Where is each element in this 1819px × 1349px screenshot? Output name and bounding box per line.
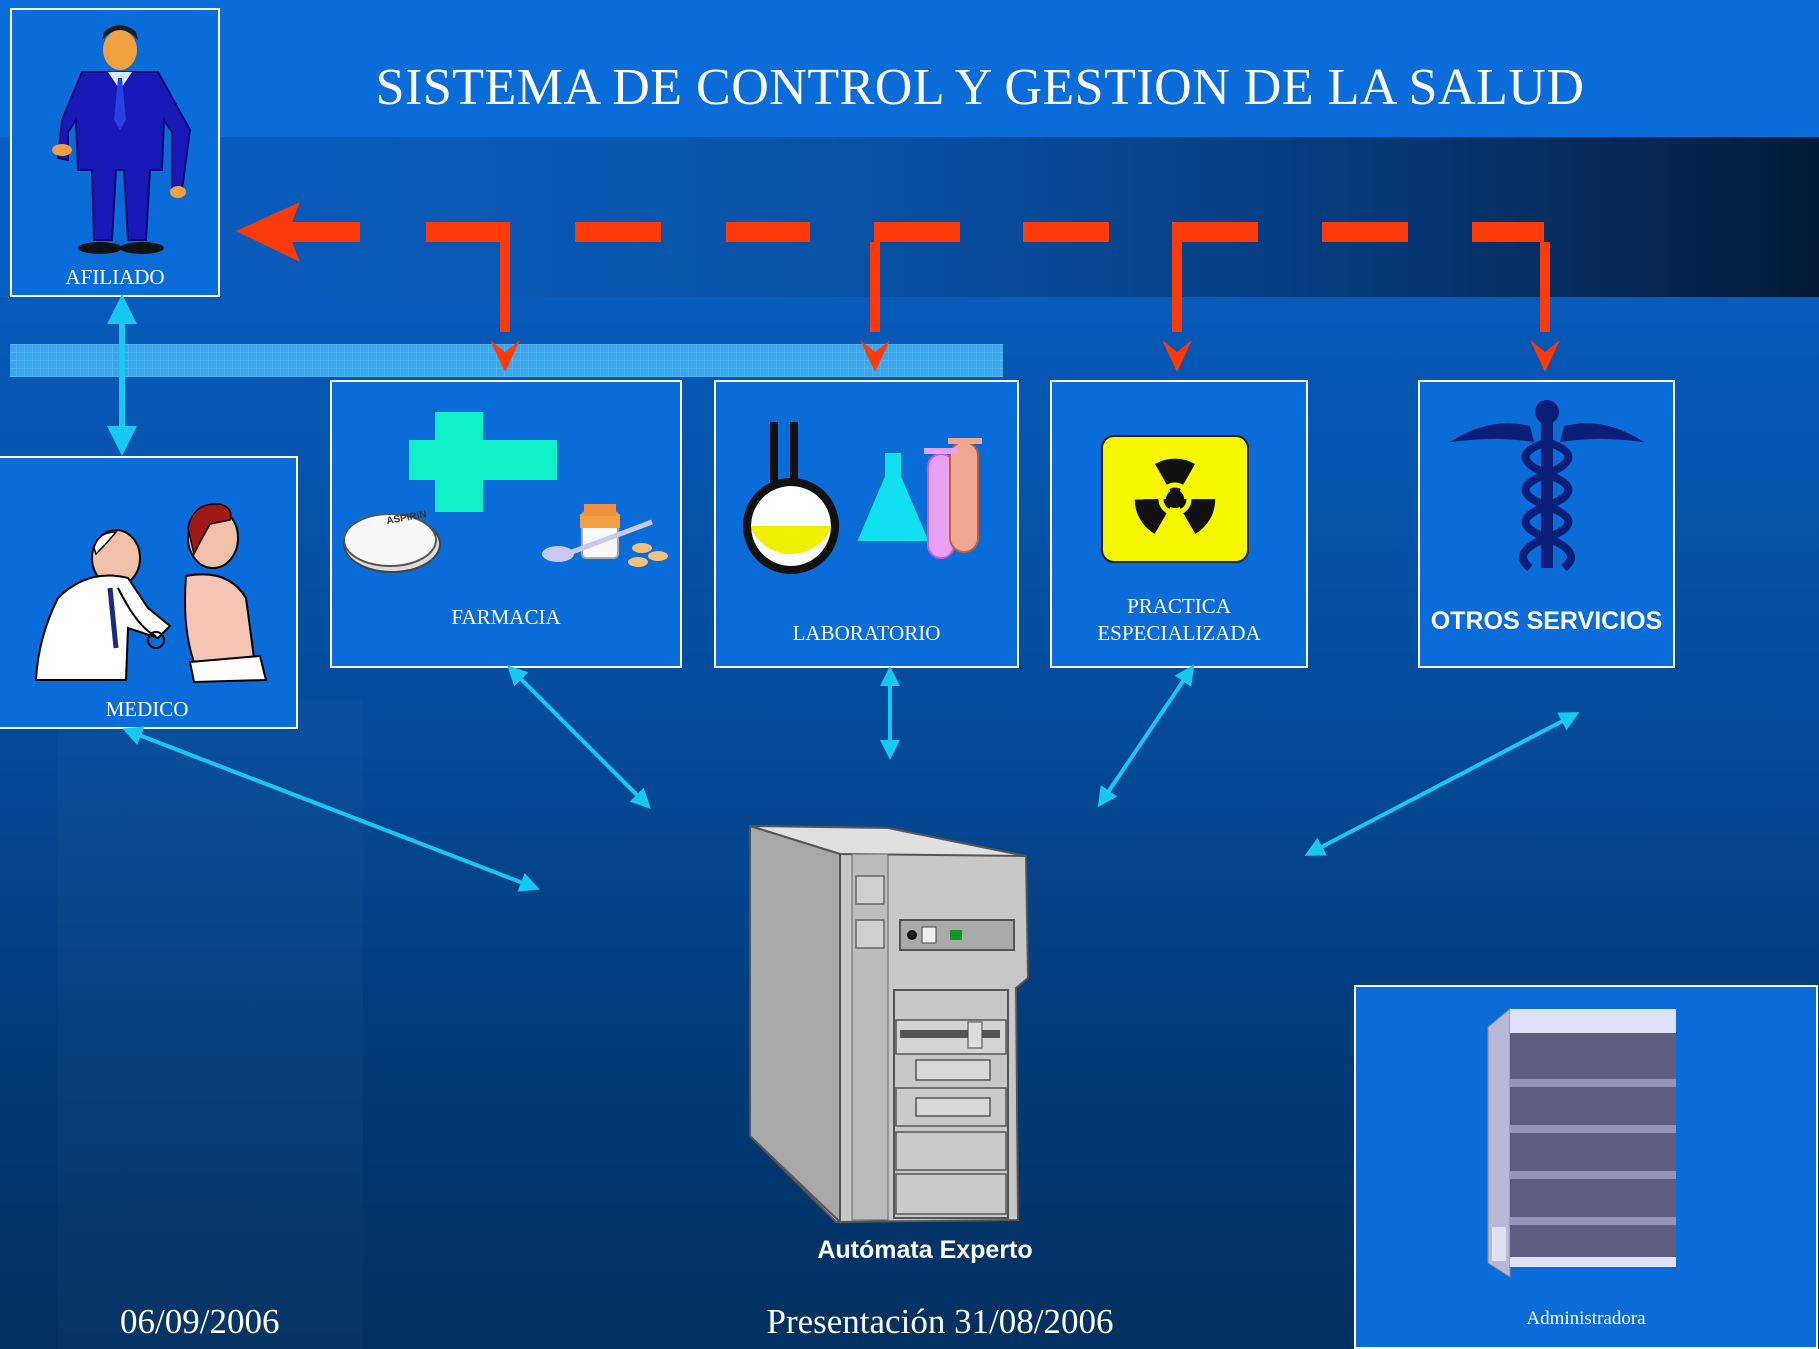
link-practica-automata (1097, 664, 1195, 808)
otros-servicios-label: OTROS SERVICIOS (1430, 607, 1663, 635)
title-band (0, 0, 1819, 137)
practica-label-line2: ESPECIALIZADA (1097, 621, 1261, 645)
otros-servicios-box[interactable]: OTROS SERVICIOS (1418, 380, 1675, 668)
medico-box[interactable]: MEDICO (0, 456, 298, 729)
return-dashed-arrow (236, 202, 1544, 262)
afiliado-label: AFILIADO (65, 265, 165, 289)
practica-label-line1: PRACTICA (1127, 594, 1231, 618)
footer-presentation: Presentación 31/08/2006 (766, 1302, 1114, 1341)
radiation-icon (1101, 435, 1249, 563)
drop-arrow-farmacia (490, 242, 520, 372)
drop-arrow-practica (1162, 242, 1192, 372)
laboratorio-box[interactable]: LABORATORIO (714, 380, 1019, 668)
server-rack-icon (1487, 1007, 1676, 1278)
gradient-band (0, 137, 1819, 297)
link-medico-automata (122, 726, 540, 892)
pharmacy-icon: ASPIRIN (343, 412, 668, 573)
farmacia-label: FARMACIA (451, 605, 561, 629)
drop-arrow-otros (1530, 242, 1560, 372)
drop-arrow-laboratorio (860, 242, 890, 372)
link-farmacia-automata (507, 665, 651, 809)
businessman-icon (52, 25, 192, 254)
administradora-box[interactable]: Administradora (1354, 985, 1818, 1349)
footer-date: 06/09/2006 (120, 1302, 280, 1341)
afiliado-box[interactable]: AFILIADO (10, 8, 220, 297)
doctor-patient-icon (34, 503, 268, 684)
practica-box[interactable]: PRACTICA ESPECIALIZADA (1050, 380, 1308, 668)
link-otros-automata (1304, 712, 1580, 856)
automata-label: Autómata Experto (817, 1236, 1033, 1264)
caduceus-icon (1450, 400, 1644, 572)
administradora-label: Administradora (1526, 1308, 1646, 1329)
lab-flasks-icon (743, 422, 982, 574)
laboratorio-label: LABORATORIO (792, 621, 941, 645)
server-tower-icon (749, 824, 1030, 1225)
farmacia-box[interactable]: ASPIRIN FARMACIA (330, 380, 682, 668)
medico-label: MEDICO (105, 697, 189, 721)
slide-title: SISTEMA DE CONTROL Y GESTION DE LA SALUD (375, 59, 1585, 116)
